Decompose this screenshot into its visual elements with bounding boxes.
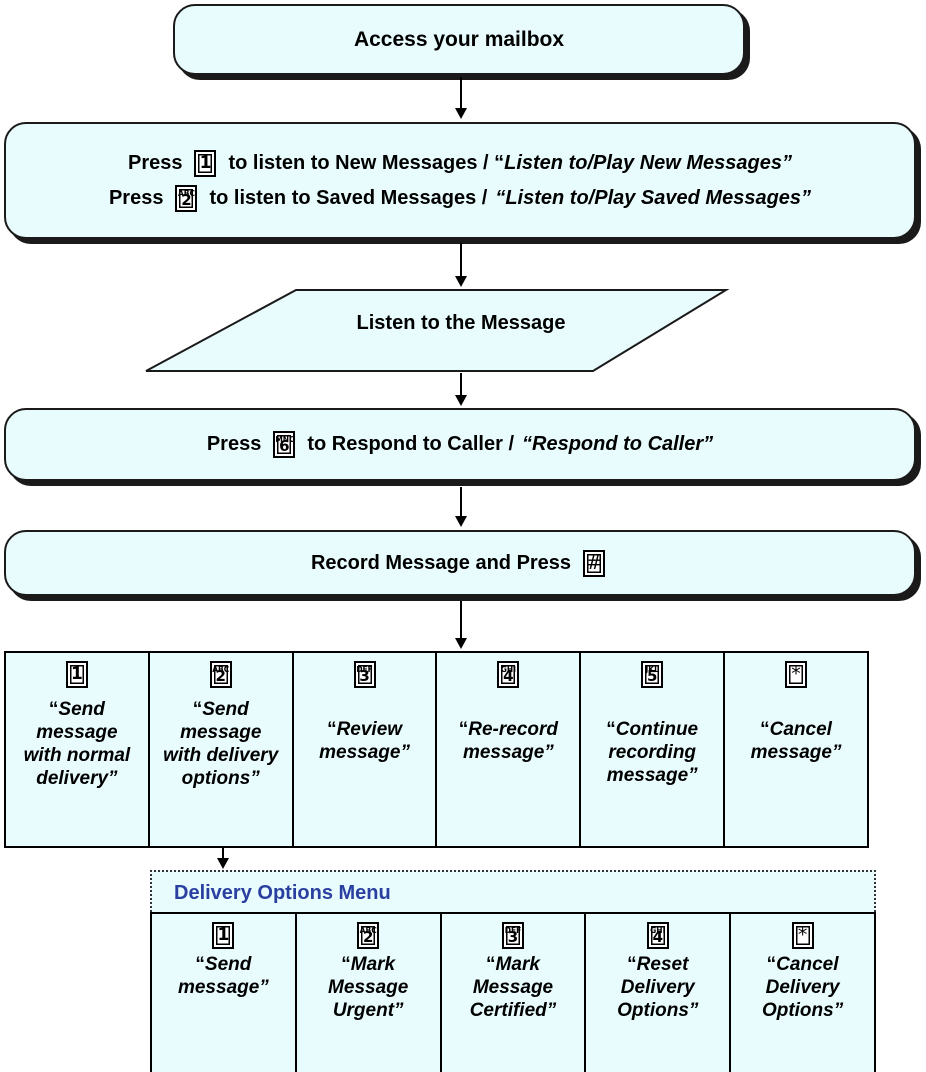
key-star-icon: *: [785, 661, 808, 688]
option-text: Cancel message”: [750, 719, 842, 763]
option-text: Re-record message”: [462, 719, 559, 763]
option-cell-1: 1 “Send message with normal delivery”: [6, 653, 150, 846]
option-text: Send message with normal delivery”: [23, 699, 131, 789]
option-text: Cancel Delivery Options”: [761, 954, 844, 1021]
open-quote: “: [48, 699, 59, 720]
saved-messages-text: to listen to Saved Messages /: [209, 186, 488, 209]
open-quote: “: [627, 954, 637, 975]
listen-options-box: Press 1 to listen to New Messages / “ Li…: [4, 122, 916, 239]
open-quote: “: [766, 954, 777, 975]
delivery-option-cell-5: * “Cancel Delivery Options”: [731, 914, 874, 1072]
arrow-5: [455, 601, 467, 649]
open-quote: “: [606, 719, 616, 740]
delivery-options-title: Delivery Options Menu: [152, 872, 874, 916]
option-label: “Review message”: [305, 718, 425, 764]
key-1-icon: 1: [212, 922, 235, 949]
press-label: Press: [206, 433, 262, 455]
record-label: Record Message and Press: [310, 551, 572, 574]
key-star-icon: *: [791, 922, 814, 949]
key-hash-icon: #: [583, 549, 606, 577]
respond-text: to Respond to Caller /: [307, 433, 515, 455]
arrow-6: [217, 848, 229, 869]
record-box: Record Message and Press #: [4, 530, 916, 596]
open-quote: “: [486, 954, 496, 975]
option-text: Send message”: [177, 954, 269, 998]
option-label: “Mark Message Urgent”: [313, 953, 423, 1022]
option-label: “Re-record message”: [448, 718, 568, 764]
new-messages-prompt: Listen to/Play New Messages”: [504, 151, 792, 174]
press-label: Press: [127, 151, 183, 174]
option-text: Send message with delivery options”: [163, 699, 279, 789]
open-quote: “: [195, 954, 205, 975]
open-quote: “: [458, 719, 469, 740]
open-quote: “: [760, 719, 770, 740]
open-quote: “: [327, 719, 337, 740]
option-label: “Send message with delivery options”: [161, 698, 281, 790]
arrow-4: [455, 487, 467, 527]
option-cell-6: * “Cancel message”: [725, 653, 867, 846]
access-mailbox-box: Access your mailbox: [173, 4, 745, 75]
new-messages-line: Press 1 to listen to New Messages / “ Li…: [127, 149, 792, 177]
key-1-icon: 1: [194, 149, 217, 177]
option-label: “Continue recording message”: [592, 718, 712, 787]
option-text: Mark Message Certified”: [469, 954, 557, 1021]
delivery-option-cell-1: 1 “Send message”: [152, 914, 297, 1072]
option-text: Continue recording message”: [606, 719, 699, 786]
option-label: “Mark Message Certified”: [458, 953, 568, 1022]
option-label: “Send message”: [168, 953, 278, 999]
arrow-3: [455, 373, 467, 406]
listen-message-label: Listen to the Message: [356, 312, 566, 334]
key-1-icon: 1: [65, 661, 88, 688]
option-text: Review message”: [319, 719, 410, 763]
arrow-2: [455, 243, 467, 287]
option-label: “Reset Delivery Options”: [603, 953, 713, 1022]
option-text: Reset Delivery Options”: [617, 954, 699, 1021]
open-quote: “: [341, 954, 351, 975]
option-text: Mark Message Urgent”: [328, 954, 409, 1021]
arrow-1: [455, 77, 467, 119]
access-mailbox-label: Access your mailbox: [353, 27, 565, 51]
option-label: “Cancel message”: [736, 718, 856, 764]
open-quote: “: [192, 699, 203, 720]
new-messages-text: to listen to New Messages / “: [228, 151, 505, 174]
press-label: Press: [108, 186, 164, 209]
respond-prompt: “Respond to Caller”: [522, 433, 714, 455]
record-line: Record Message and Press #: [310, 549, 609, 577]
option-label: “Send message with normal delivery”: [17, 698, 137, 790]
option-label: “Cancel Delivery Options”: [748, 953, 858, 1022]
saved-messages-prompt: “Listen to/Play Saved Messages”: [495, 186, 812, 209]
